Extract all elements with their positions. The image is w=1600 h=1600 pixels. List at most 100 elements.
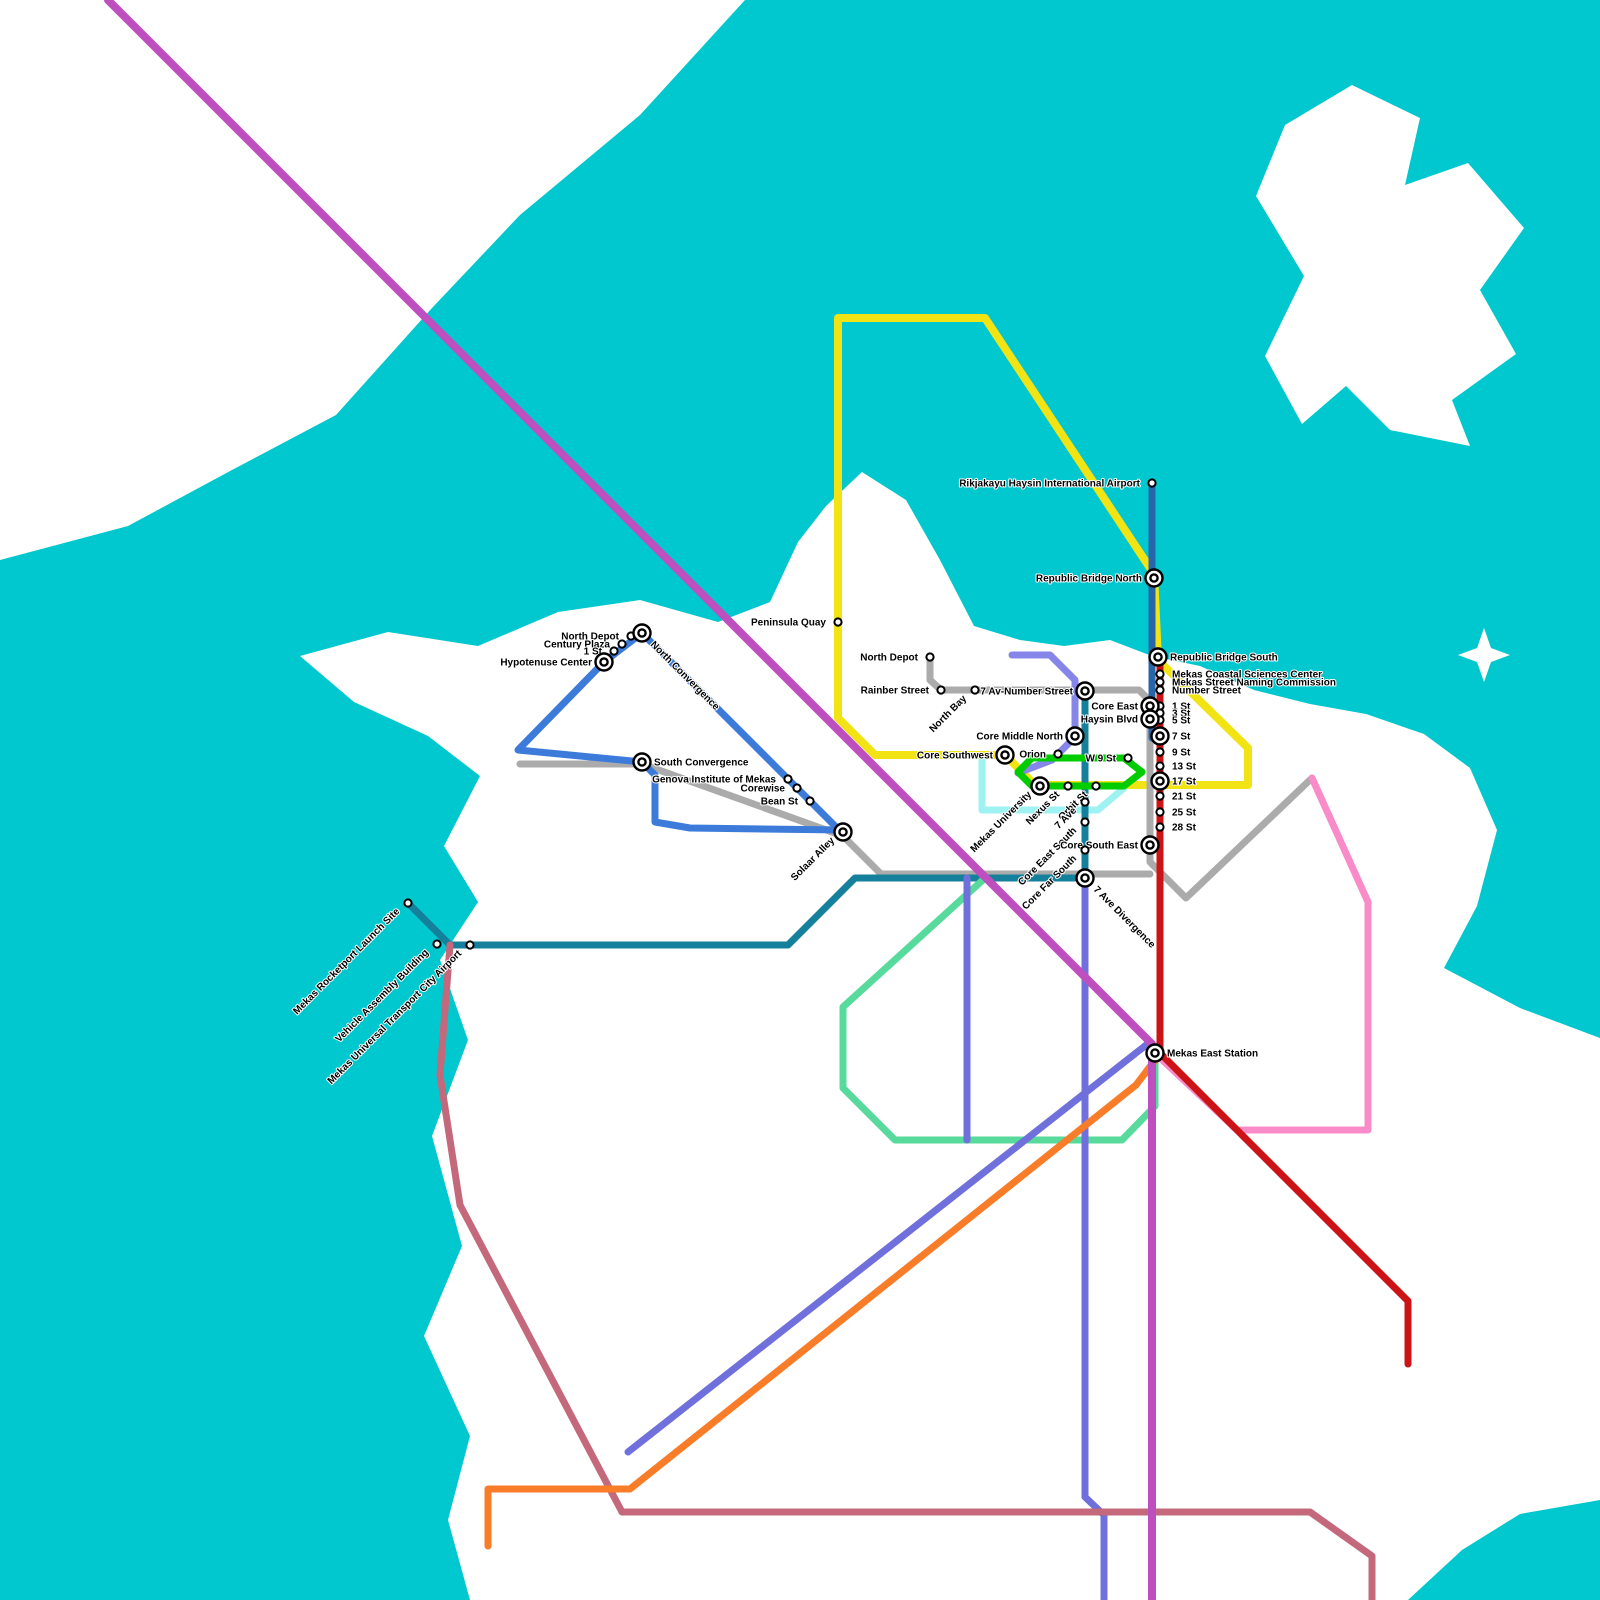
station-label: Genova Institute of Mekas — [652, 775, 776, 786]
station-label: North Depot — [860, 653, 918, 664]
station-orion: Orion — [1018, 749, 1063, 762]
station-9-st: 9 St — [1155, 747, 1192, 760]
station-label: Bean St — [761, 797, 799, 808]
station-marker — [792, 783, 802, 793]
station-label: Hypotenuse Center — [500, 658, 592, 669]
station-marker-inner — [1150, 1048, 1160, 1058]
station-marker — [1155, 822, 1165, 832]
station-label: Haysin Blvd — [1081, 715, 1138, 726]
station-north-depot: North Depot — [859, 652, 935, 665]
station-marker — [925, 652, 935, 662]
station-genova-institute-of-mekas: Genova Institute of Mekas — [651, 774, 793, 787]
station-bean-st: Bean St — [760, 796, 815, 809]
station-13-st: 13 St — [1155, 761, 1198, 774]
station-marker — [432, 939, 442, 949]
station-corewise: Corewise — [740, 783, 802, 796]
station-marker-inner — [1080, 873, 1090, 883]
station-marker — [1080, 797, 1090, 807]
transit-line-rose-coastal — [436, 941, 1376, 1600]
station-marker — [1123, 753, 1133, 763]
station-marker — [617, 639, 627, 649]
station-label: Core East — [1091, 702, 1138, 713]
station-label: Core Middle North — [976, 732, 1063, 743]
station-label: Republic Bridge South — [1170, 653, 1278, 664]
station-marker — [1155, 807, 1165, 817]
station-haysin-blvd: Haysin Blvd — [1080, 709, 1160, 729]
station-marker — [1155, 685, 1165, 695]
landmass-mainland — [300, 472, 1600, 1600]
station-marker — [1091, 781, 1101, 791]
station-label: W 9 St — [1085, 754, 1116, 765]
station-marker — [1080, 845, 1090, 855]
station-south-convergence: South Convergence — [632, 752, 750, 772]
station-label: Peninsula Quay — [751, 618, 826, 629]
station-label: 9 St — [1172, 748, 1191, 759]
transit-line-red-numbered-streets — [1156, 653, 1412, 1368]
station-label: North Depot — [561, 632, 619, 643]
station-marker — [1155, 791, 1165, 801]
station-label: Orion — [1019, 750, 1046, 761]
transit-line-periwinkle-core — [1008, 651, 1079, 777]
station-label: Core South East — [1060, 841, 1138, 852]
station-label: 5 St — [1172, 716, 1191, 727]
transit-line-pale-cyan-university — [978, 754, 1128, 814]
station-marker — [465, 940, 475, 950]
station-century-plaza: Century Plaza — [543, 639, 627, 652]
station-rikjakayu-haysin-international-airport: Rikjakayu Haysin International Airport — [958, 478, 1157, 491]
station-label: Mekas East Station — [1167, 1049, 1258, 1060]
station-marker — [1155, 747, 1165, 757]
landmass-northwest-headland — [0, 0, 745, 560]
station-marker-inner — [1145, 701, 1155, 711]
station-marker-inner — [1070, 731, 1080, 741]
station-marker — [833, 617, 843, 627]
station-28-st: 28 St — [1155, 822, 1198, 835]
station-core-south-east: Core South East — [1059, 835, 1160, 855]
landmass-northeast-archipelago — [1256, 85, 1524, 446]
station-core-southwest: Core Southwest — [916, 745, 1015, 765]
station-number-street: Number Street — [1155, 685, 1243, 698]
station-label: Century Plaza — [544, 640, 611, 651]
station-mekas-street-naming-commission: Mekas Street Naming Commission — [1155, 677, 1337, 690]
station-republic-bridge-south: Republic Bridge South — [1148, 647, 1279, 667]
station-marker — [1053, 749, 1063, 759]
station-marker-inner — [1080, 686, 1090, 696]
station-marker-inner — [1155, 731, 1165, 741]
station-marker-inner — [838, 827, 848, 837]
station-mekas-east-station: Mekas East Station — [1145, 1043, 1259, 1063]
station-marker — [1155, 669, 1165, 679]
station-marker-inner — [1145, 714, 1155, 724]
station-marker — [783, 774, 793, 784]
station-marker — [805, 796, 815, 806]
station-label: Mekas Street Naming Commission — [1172, 678, 1336, 689]
station-label: Core Southwest — [917, 751, 994, 762]
station-republic-bridge-north: Republic Bridge North — [1035, 568, 1164, 588]
station-marker — [1080, 817, 1090, 827]
station-w-9-st: W 9 St — [1084, 753, 1133, 766]
station-core-east: Core East — [1090, 696, 1160, 716]
station-17-st: 17 St — [1150, 771, 1198, 791]
transit-line-yellow-airport-loop — [834, 314, 1252, 789]
station-marker — [936, 685, 946, 695]
station-7-st: 7 St — [1150, 726, 1192, 746]
station-label: 17 St — [1172, 777, 1197, 788]
station-marker-inner — [637, 628, 647, 638]
station-label: Republic Bridge North — [1036, 574, 1142, 585]
station-marker — [970, 685, 980, 695]
station-marker — [1063, 781, 1073, 791]
station-marker — [1147, 478, 1157, 488]
station-hypotenuse-center: Hypotenuse Center — [499, 652, 614, 672]
station-marker-inner — [1153, 652, 1163, 662]
station-marker — [1155, 677, 1165, 687]
station-marker-inner — [1035, 781, 1045, 791]
station-marker — [1155, 761, 1165, 771]
station-5-st: 5 St — [1155, 715, 1192, 728]
station-label: 21 St — [1172, 792, 1197, 803]
station-label: 28 St — [1172, 823, 1197, 834]
station-marker — [609, 646, 619, 656]
station-label: South Convergence — [654, 758, 749, 769]
station-label: Number Street — [1172, 686, 1242, 697]
station-rainber-street: Rainber Street — [860, 685, 946, 698]
station-label: 25 St — [1172, 808, 1197, 819]
